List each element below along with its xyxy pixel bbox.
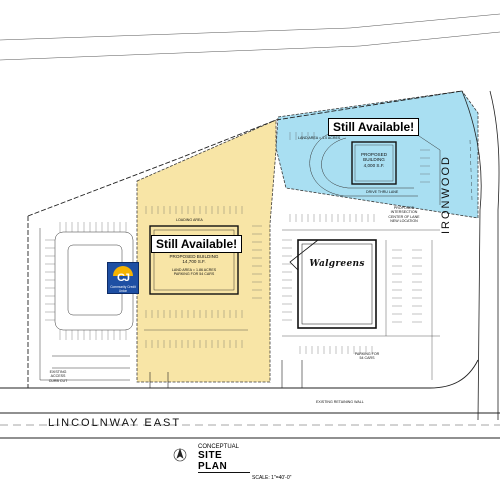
retaining-wall-note: EXISTING RETAINING WALL [316, 400, 364, 404]
north-building-label: PROPOSED BUILDING 4,000 S.F. [356, 152, 392, 168]
center-land-area-label: LAND AREA = 1.86 ACRES PARKING FOR 54 CA… [166, 268, 222, 277]
lincolnway-road [0, 359, 500, 439]
north-stalls [289, 132, 430, 183]
walgreens-stalls [282, 214, 422, 354]
proposed-access-note: PROPOSED INTERSECTION CENTER OF LANE NEW… [384, 206, 424, 224]
bank-logo-mark: CJ [116, 272, 130, 284]
proposed-access-line-2: INTERSECTION [390, 210, 418, 215]
ironwood-label: IRONWOOD [440, 155, 452, 234]
east-parking-line-1: PARKING FOR [354, 352, 380, 356]
drive-thru-label: DRIVE THRU LANE [366, 190, 399, 194]
north-parcel-linework [309, 129, 441, 205]
existing-curb-line-3: CURB CUT [48, 378, 68, 383]
top-linework [0, 13, 500, 61]
curb-cuts [149, 360, 303, 388]
center-building-line-1: PROPOSED BUILDING [169, 254, 219, 259]
existing-curb-line-1: EXISTING [49, 370, 67, 374]
lincolnway-east-label: LINCOLNWAY EAST [48, 417, 182, 429]
proposed-access-line-1: PROPOSED [393, 206, 415, 210]
center-building-line-2: 14,700 S.F. [182, 259, 206, 265]
walgreens-label: Walgreens [309, 259, 365, 269]
center-area-line-2: PARKING FOR 54 CARS [173, 272, 215, 277]
title-line-1: CONCEPTUAL [198, 444, 240, 450]
proposed-access-line-3: CENTER OF LANE [388, 214, 420, 219]
center-still-available-callout: Still Available! [151, 235, 243, 253]
loading-area-label: LOADING AREA [176, 218, 203, 222]
north-building-line-1: PROPOSED [360, 152, 388, 157]
east-parking-note: PARKING FOR 54 CARS [350, 352, 384, 361]
existing-curb-line-2: ACCESS [50, 374, 66, 379]
bank-logo: CJ Community Credit Union [107, 262, 139, 294]
north-land-area-label: LAND AREA = 1.0 ACRES [298, 136, 341, 140]
title-scale: SCALE: 1"=40'-0" [252, 475, 292, 481]
ironwood-road [461, 90, 500, 421]
center-stalls [145, 206, 262, 348]
north-arrow-icon [173, 448, 187, 462]
west-stalls [45, 222, 127, 340]
walgreens-building [289, 239, 377, 329]
title-line-2: SITE PLAN [198, 450, 250, 473]
sun-icon [113, 266, 133, 276]
center-building-label: PROPOSED BUILDING 14,700 S.F. [160, 254, 228, 265]
center-area-line-1: LAND AREA = 1.86 ACRES [171, 268, 217, 272]
east-parking-line-2: 54 CARS [359, 356, 375, 361]
existing-curb-note: EXISTING ACCESS CURB CUT [44, 370, 72, 383]
north-still-available-callout: Still Available! [328, 118, 420, 136]
bank-logo-subtitle: Community Credit Union [110, 285, 136, 293]
north-building-line-2: BUILDING [363, 157, 385, 163]
north-building-line-3: 4,000 S.F. [363, 162, 385, 168]
title-block: CONCEPTUAL SITE PLAN SCALE: 1"=40'-0" [190, 444, 310, 481]
proposed-access-line-4: NEW LOCATION [390, 219, 418, 224]
site-boundary [27, 90, 463, 217]
